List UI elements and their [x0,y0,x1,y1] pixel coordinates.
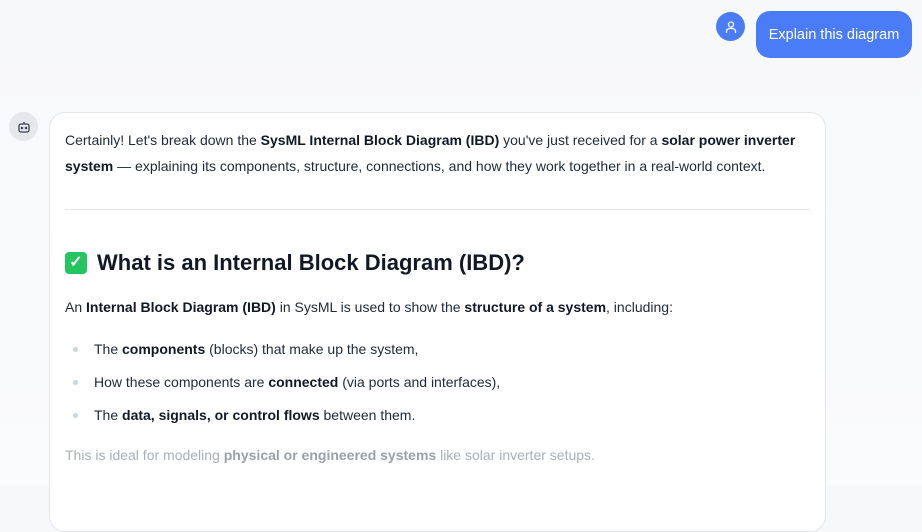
bold-text: connected [268,374,339,390]
bullet-list: The components (blocks) that make up the… [65,336,810,428]
divider [65,209,810,210]
description-paragraph: An Internal Block Diagram (IBD) in SysML… [65,294,810,320]
list-item: How these components are connected (via … [65,369,810,395]
list-item: The components (blocks) that make up the… [65,336,810,362]
bold-text: components [122,341,206,357]
user-icon [725,20,736,33]
text: between them. [319,407,416,423]
user-avatar [716,12,745,41]
heading-text: What is an Internal Block Diagram (IBD)? [97,250,525,275]
bot-icon [17,121,30,133]
text: This is ideal for modeling [65,447,224,463]
user-message-text: Explain this diagram [768,26,900,43]
intro-paragraph: Certainly! Let's break down the SysML In… [65,127,810,179]
assistant-message: Certainly! Let's break down the SysML In… [49,112,826,532]
bold-text: Internal Block Diagram (IBD) [86,299,276,315]
text: (via ports and interfaces), [338,374,501,390]
text: How these components are [94,374,269,390]
text: like solar inverter setups. [436,447,595,463]
text: Certainly! Let's break down the [65,132,261,148]
bold-text: solar power inverter system [65,132,796,174]
text: in SysML is used to show the [275,299,465,315]
bot-avatar [9,112,38,141]
check-mark-icon: ✓ [65,252,87,274]
list-item: The data, signals, or control flows betw… [65,402,810,428]
text: , including: [606,299,673,315]
text: The [94,407,123,423]
bold-text: physical or engineered systems [223,447,437,463]
text: The [94,341,123,357]
user-message-bubble: Explain this diagram [756,11,912,58]
bold-text: SysML Internal Block Diagram (IBD) [260,132,500,148]
faded-paragraph: This is ideal for modeling physical or e… [65,442,810,468]
text: (blocks) that make up the system, [205,341,419,357]
bold-text: data, signals, or control flows [122,407,320,423]
section-heading: ✓ What is an Internal Block Diagram (IBD)… [65,248,810,278]
text: — explaining its components, structure, … [113,158,766,174]
text: An [65,299,87,315]
text: you've just received for a [499,132,662,148]
bold-text: structure of a system [464,299,607,315]
